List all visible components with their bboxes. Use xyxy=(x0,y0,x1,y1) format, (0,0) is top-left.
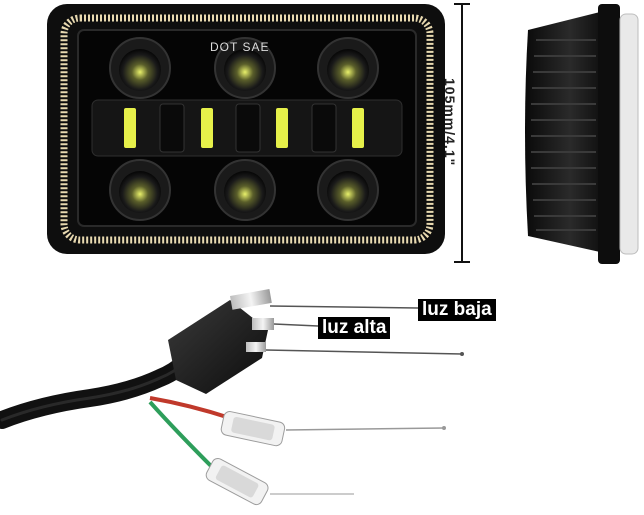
spade-connector-green xyxy=(205,457,269,506)
reflector-cell xyxy=(159,103,185,153)
h4-plug-body xyxy=(168,300,268,394)
high-beam-label: luz alta xyxy=(318,317,391,339)
projector-lens-top-left xyxy=(109,37,171,99)
projector-lens-bottom-right xyxy=(317,159,379,221)
dimension-marker xyxy=(454,3,470,263)
headlight-front-view xyxy=(47,4,445,254)
halo-ring xyxy=(60,14,434,244)
low-beam-label: luz baja xyxy=(418,299,496,321)
pin-ground xyxy=(246,342,266,352)
led-strip-2 xyxy=(201,108,213,148)
projector-lens-top-center xyxy=(214,37,276,99)
led-strip-1 xyxy=(124,108,136,148)
headlight-side-view xyxy=(525,4,639,264)
dot-sae-marking: DOT SAE xyxy=(210,40,270,54)
projector-lens-top-right xyxy=(317,37,379,99)
led-strip-3 xyxy=(276,108,288,148)
reflector-cell xyxy=(311,103,337,153)
spade-connector-red xyxy=(220,411,286,447)
pin-high-beam xyxy=(252,318,274,330)
projector-lens-bottom-center xyxy=(214,159,276,221)
projector-lens-bottom-left xyxy=(109,159,171,221)
reflector-cell xyxy=(235,103,261,153)
wiring-harness xyxy=(0,289,464,506)
dimension-label: 105mm/4.1" xyxy=(442,78,458,167)
led-strip-4 xyxy=(352,108,364,148)
pin-low-beam xyxy=(230,289,272,310)
